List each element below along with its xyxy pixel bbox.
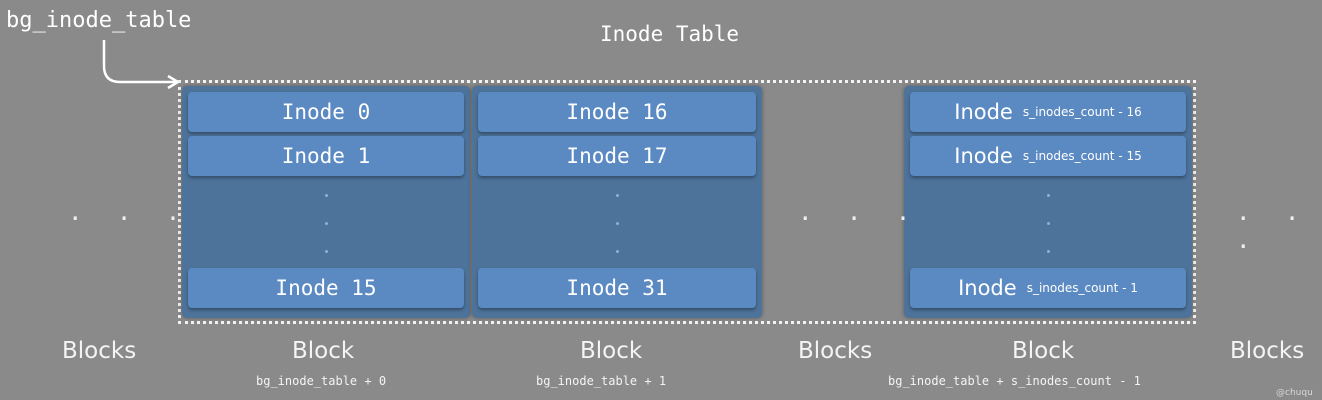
vertical-ellipsis (182, 188, 470, 260)
inode-index: s_inodes_count - 15 (1022, 149, 1142, 163)
block-label-last: Block (1012, 338, 1075, 364)
blocks-label-left: Blocks (62, 338, 137, 364)
inode-cell: Inode 16 (478, 92, 756, 132)
inode-index: s_inodes_count - 1 (1026, 281, 1138, 295)
inode-word: Inode (958, 276, 1017, 300)
credit-text: @chuqu (1276, 388, 1313, 398)
block-sublabel-0: bg_inode_table + 0 (256, 374, 387, 388)
block-label-1: Block (580, 338, 643, 364)
inode-label: Inode 31 (566, 276, 668, 300)
inode-cell: Inode s_inodes_count - 16 (910, 92, 1186, 132)
inode-block-1: Inode 16 Inode 17 Inode 31 (472, 86, 762, 318)
inode-cell: Inode s_inodes_count - 15 (910, 136, 1186, 176)
inode-label: Inode 16 (566, 100, 668, 124)
inode-cell: Inode 0 (188, 92, 464, 132)
block-label-0: Block (292, 338, 355, 364)
block-sublabel-1: bg_inode_table + 1 (536, 374, 667, 388)
blocks-label-middle: Blocks (798, 338, 873, 364)
inode-block-last: Inode s_inodes_count - 16 Inode s_inodes… (904, 86, 1192, 318)
inode-cell: Inode 17 (478, 136, 756, 176)
inode-label: Inode 15 (275, 276, 377, 300)
inode-table-frame (178, 80, 1196, 324)
inode-label: Inode 1 (281, 144, 371, 168)
blocks-label-right: Blocks (1230, 338, 1305, 364)
inode-table-title: Inode Table (600, 22, 740, 46)
horizontal-ellipsis-middle: . . . (798, 198, 921, 226)
inode-cell: Inode s_inodes_count - 1 (910, 268, 1186, 308)
inode-index: s_inodes_count - 16 (1022, 105, 1142, 119)
inode-cell: Inode 1 (188, 136, 464, 176)
vertical-ellipsis (472, 188, 762, 260)
pointer-label: bg_inode_table (6, 8, 192, 33)
inode-cell: Inode 31 (478, 268, 756, 308)
inode-cell: Inode 15 (188, 268, 464, 308)
horizontal-ellipsis-right: . . . (1236, 198, 1310, 254)
pointer-arrow-icon (102, 40, 181, 90)
inode-label: Inode 17 (566, 144, 668, 168)
block-sublabel-last: bg_inode_table + s_inodes_count - 1 (888, 374, 1141, 388)
inode-label: Inode 0 (281, 100, 371, 124)
inode-word: Inode (954, 100, 1013, 124)
inode-word: Inode (954, 144, 1013, 168)
inode-block-0: Inode 0 Inode 1 Inode 15 (182, 86, 470, 318)
vertical-ellipsis (904, 188, 1192, 260)
horizontal-ellipsis-left: . . . (68, 198, 191, 226)
